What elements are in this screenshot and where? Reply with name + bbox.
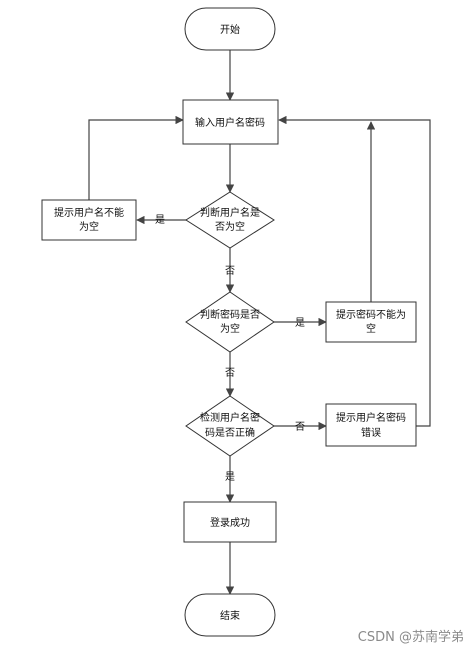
- msg-pwd-empty-line2: 空: [366, 322, 376, 335]
- start-terminal: [184, 7, 276, 51]
- msg-pwd-empty-box: [325, 301, 417, 343]
- check-user-empty-decision: [185, 191, 275, 249]
- msg-user-empty-line1: 提示用户名不能: [54, 206, 124, 219]
- nodes: 开始 输入用户名密码 判断用户名是 否为空 提示用户名不能 为空 判断密码是否 …: [41, 7, 417, 637]
- msg-user-empty-line2: 为空: [79, 220, 99, 233]
- label-pwd-empty-yes: 是: [295, 317, 305, 329]
- end-terminal: [184, 593, 276, 637]
- label-pwd-empty-no: 否: [225, 367, 235, 379]
- check-pwd-empty-line1: 判断密码是否: [200, 308, 260, 321]
- edge-labels: 是 否 是 否 否 是: [155, 214, 305, 483]
- check-credentials-line1: 检测用户名密: [200, 411, 260, 424]
- label-user-empty-yes: 是: [155, 214, 165, 226]
- label-user-empty-no: 否: [225, 265, 235, 277]
- check-credentials-decision: [185, 395, 275, 457]
- msg-pwd-empty-line1: 提示密码不能为: [336, 308, 406, 321]
- start-label: 开始: [220, 23, 240, 36]
- edge-cred-msg-loop: [278, 115, 431, 427]
- label-cred-no: 否: [295, 421, 305, 433]
- msg-credentials-wrong-line1: 提示用户名密码: [336, 411, 406, 424]
- edges: [88, 50, 431, 595]
- watermark: CSDN @苏南学弟: [357, 630, 464, 645]
- msg-credentials-wrong-line2: 错误: [361, 426, 381, 439]
- check-user-empty-line1: 判断用户名是: [200, 206, 260, 219]
- label-cred-yes: 是: [225, 471, 235, 483]
- login-success-box: [183, 501, 277, 543]
- input-process-box: [182, 99, 279, 145]
- login-success-label: 登录成功: [210, 516, 250, 529]
- input-label: 输入用户名密码: [195, 116, 265, 129]
- msg-user-empty-box: [41, 199, 137, 241]
- end-label: 结束: [220, 609, 240, 622]
- msg-credentials-wrong-box: [325, 403, 417, 447]
- edge-user-msg-loop: [88, 115, 184, 204]
- check-credentials-line2: 码是否正确: [205, 426, 255, 439]
- check-user-empty-line2: 否为空: [215, 220, 245, 233]
- check-pwd-empty-line2: 为空: [220, 322, 240, 335]
- check-pwd-empty-decision: [185, 291, 275, 353]
